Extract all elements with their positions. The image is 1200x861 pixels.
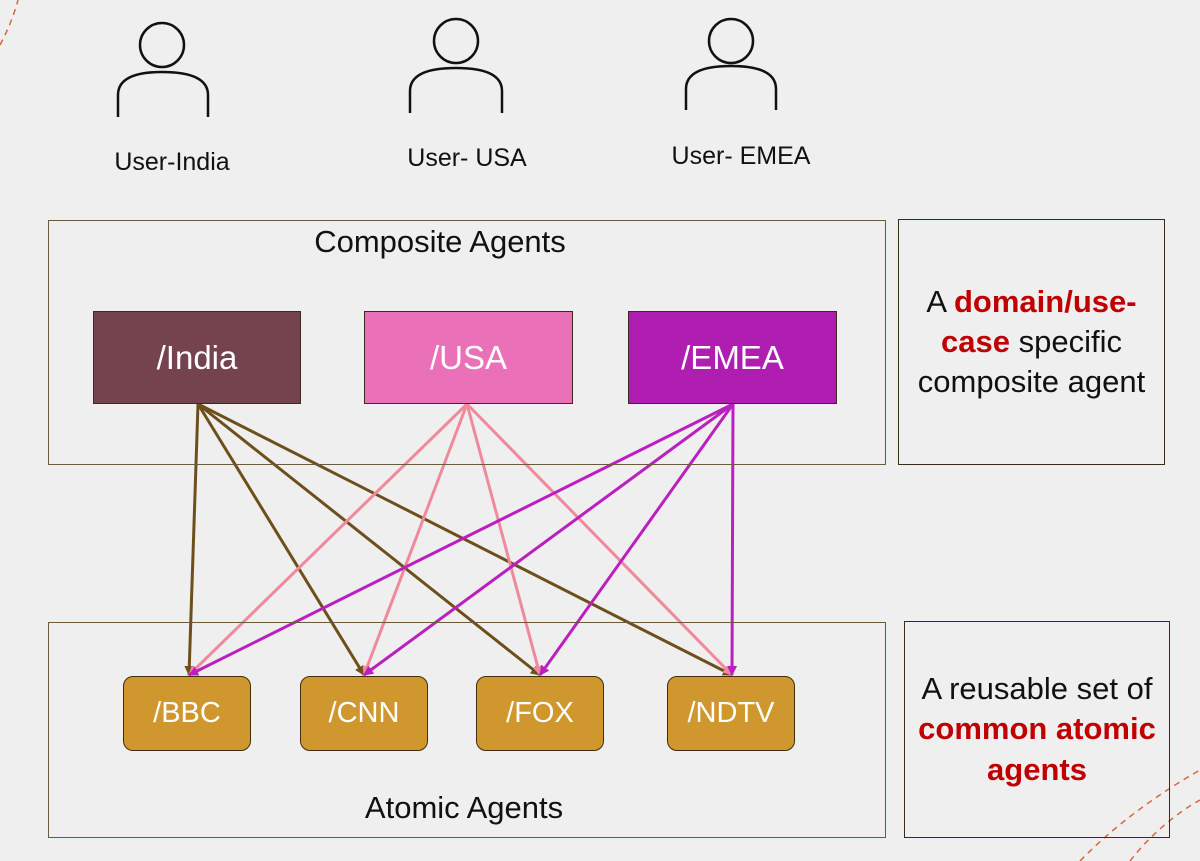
edge-usa-to-cnn	[362, 403, 469, 676]
composite-agent-usa[interactable]: /USA	[364, 311, 573, 404]
user-usa-label: User- USA	[407, 144, 527, 172]
user-usa-icon	[408, 17, 504, 113]
edge-usa-to-ndtv	[465, 402, 734, 677]
edges-layer	[184, 402, 738, 677]
edge-india-to-bbc	[184, 403, 200, 676]
composite-description-highlight: domain/use-case	[941, 283, 1137, 359]
edge-india-to-fox	[197, 402, 541, 677]
edge-emea-to-ndtv	[727, 403, 738, 676]
composite-description-pre: A	[926, 283, 954, 319]
atomic-agent-bbc[interactable]: /BBC	[123, 676, 251, 751]
edge-emea-to-fox	[538, 403, 735, 676]
edge-usa-to-fox	[465, 403, 543, 676]
edge-usa-to-bbc	[187, 402, 469, 677]
atomic-agents-title: Atomic Agents	[364, 790, 564, 825]
composite-agents-title: Composite Agents	[314, 224, 566, 259]
user-india-icon	[116, 21, 210, 117]
atomic-agent-cnn[interactable]: /CNN	[300, 676, 428, 751]
atomic-description-box: A reusable set of common atomic agents	[904, 621, 1170, 838]
user-emea-icon	[684, 17, 778, 110]
composite-description-text: A domain/use-case specific composite age…	[913, 282, 1150, 403]
atomic-description-pre: A reusable set of	[921, 671, 1153, 707]
composite-agent-emea[interactable]: /EMEA	[628, 311, 837, 404]
atomic-description-text: A reusable set of common atomic agents	[915, 669, 1159, 790]
user-india-label: User-India	[114, 148, 230, 176]
decorative-swoosh-bottom-right-2	[1129, 799, 1200, 861]
edge-emea-to-bbc	[188, 402, 734, 677]
edge-india-to-ndtv	[197, 402, 733, 677]
atomic-agent-ndtv[interactable]: /NDTV	[667, 676, 795, 751]
atomic-description-highlight: common atomic agents	[918, 711, 1156, 787]
edge-india-to-cnn	[196, 403, 366, 676]
composite-agent-india[interactable]: /India	[93, 311, 301, 404]
atomic-agents-group	[48, 622, 886, 838]
composite-description-post: specific composite agent	[917, 323, 1146, 400]
atomic-agent-fox[interactable]: /FOX	[476, 676, 604, 751]
composite-agents-group	[48, 220, 886, 465]
decorative-swoosh-bottom-right-1	[1079, 769, 1200, 861]
decorative-swoosh-top-left	[0, 0, 19, 46]
composite-description-box: A domain/use-case specific composite age…	[898, 219, 1165, 465]
edge-emea-to-cnn	[363, 402, 734, 677]
user-emea-label: User- EMEA	[671, 142, 811, 170]
